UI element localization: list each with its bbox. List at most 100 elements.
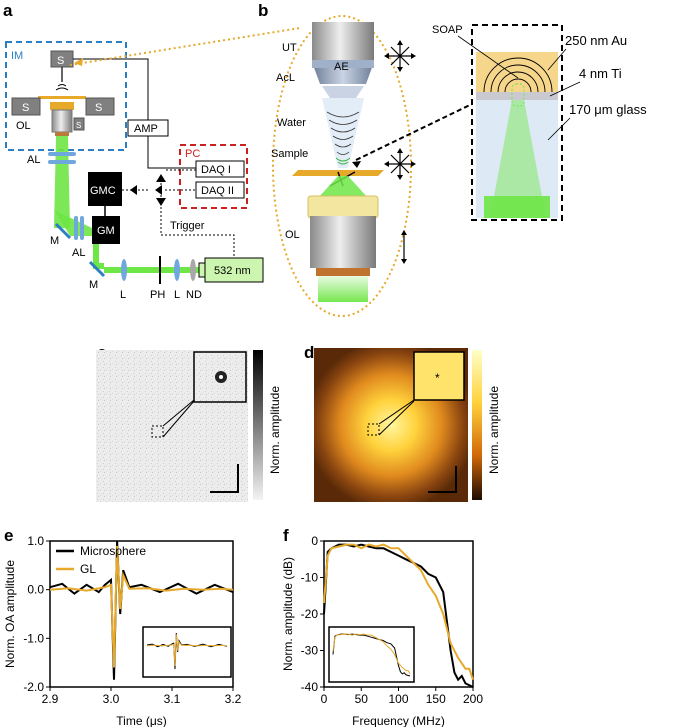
stage-s-right: [85, 97, 115, 116]
acoustic-lens-tip: [322, 86, 364, 98]
label-glass: 170 μm glass: [569, 102, 647, 117]
label-s-left: S: [22, 102, 29, 114]
scale-bar-d: [428, 466, 457, 493]
label-m1: M: [50, 235, 59, 247]
focus-s: [73, 117, 85, 131]
motion-arrows-icon: [386, 42, 414, 262]
label-l2: L: [174, 289, 180, 301]
glass-beam: [490, 100, 546, 218]
y-tick-label: 0.0: [27, 583, 44, 597]
label-gm: GM: [97, 225, 115, 237]
lens-al-low2-icon: [80, 216, 84, 240]
nd-filter-icon: [190, 259, 196, 281]
lens-al-low-icon: [74, 216, 78, 240]
laser-532-box: [204, 257, 264, 283]
label-amp: AMP: [134, 123, 158, 135]
label-pc: PC: [185, 148, 200, 160]
sample-plate: [38, 96, 86, 99]
panel-label-d: d: [304, 343, 314, 362]
arrowheads-icon: [384, 40, 416, 264]
x-tick-label: 150: [426, 692, 446, 706]
zoom-lines-c: [162, 399, 195, 438]
label-ol-a: OL: [16, 120, 31, 132]
roi-box-d: [367, 423, 380, 436]
label-soap: SOAP: [432, 24, 463, 36]
panel-label-b: b: [258, 1, 268, 20]
label-trigger: Trigger: [170, 220, 205, 232]
gm-box: [92, 216, 120, 244]
lens-l2-icon: [174, 259, 180, 281]
mirror-m1-icon: [54, 222, 72, 240]
soap-wavefronts: [483, 57, 553, 93]
soap-leader: [457, 35, 519, 79]
y-axis-label: Norm. amplitude (dB): [281, 557, 295, 671]
laser-aperture: [198, 262, 206, 278]
au-leader: [547, 48, 567, 71]
objective-ring-b: [307, 195, 379, 219]
x-axis-label: Time (μs): [116, 714, 166, 727]
inset-d-marker: *: [435, 371, 440, 385]
lens-l1-icon: [121, 259, 127, 281]
y-tick-label: -2.0: [23, 680, 44, 694]
detail-arrow-icon: [352, 161, 361, 168]
scale-bar-c: [210, 464, 239, 493]
objective-output-beam: [318, 276, 368, 302]
x-tick-label: 50: [355, 692, 369, 706]
y-tick-label: -40: [301, 680, 319, 694]
x-axis-label: Frequency (MHz): [352, 714, 445, 727]
label-gmc: GMC: [90, 185, 116, 197]
excitation-cone: [318, 176, 368, 198]
y-axis-label: Norm. OA amplitude: [3, 560, 17, 668]
label-al-a2: AL: [72, 247, 85, 259]
inset-series-line: [332, 633, 411, 675]
zoom-arrow-icon: [74, 58, 83, 66]
label-s-focus: S: [76, 121, 81, 130]
legend-label: Microsphere: [80, 544, 146, 558]
daq2-box: [195, 181, 245, 199]
mirror-m2-icon: [88, 260, 106, 278]
label-ti: 4 nm Ti: [579, 66, 622, 81]
x-tick-label: 2.9: [42, 692, 59, 706]
objective-copper: [316, 268, 370, 276]
y-tick-label: -20: [301, 607, 319, 621]
acoustic-wavefronts: [326, 111, 360, 155]
soap-detail-box: [471, 24, 563, 221]
label-ol-b: OL: [285, 229, 300, 241]
label-acl: AcL: [276, 72, 295, 84]
x-tick-label: 100: [388, 692, 408, 706]
objective-body-icon: [310, 216, 376, 268]
roi-box-c: [151, 425, 164, 438]
acoustic-wave-icon: [55, 84, 69, 91]
laser-beam-gm: [93, 244, 104, 269]
panel-label-f: f: [283, 526, 289, 545]
lens-al-top2-icon: [48, 160, 76, 164]
ti-leader: [549, 81, 581, 97]
label-ph: PH: [150, 289, 165, 301]
label-s-top: S: [57, 55, 64, 67]
label-m2: M: [89, 279, 98, 291]
glass-leader: [547, 117, 571, 141]
im-label: IM: [11, 50, 23, 62]
label-daq1: DAQ I: [201, 164, 231, 176]
green-wavefronts: [335, 157, 351, 165]
x-tick-label: 200: [463, 692, 483, 706]
x-tick-label: 0: [321, 692, 328, 706]
colorbar-grey: [253, 350, 263, 500]
inset-d: [413, 351, 465, 401]
label-water: Water: [277, 117, 306, 129]
daq1-box: [195, 160, 245, 178]
laser-beam-vertical: [54, 136, 70, 228]
gmc-box: [88, 172, 122, 206]
colorbar-d-label: Norm. amplitude: [487, 386, 501, 474]
label-l1: L: [120, 289, 126, 301]
zoom-connector-b-detail: [355, 103, 473, 161]
panel-label-e: e: [4, 526, 13, 545]
x-tick-label: 3.2: [225, 692, 242, 706]
soap-spot: [511, 83, 525, 107]
colorbar-hot: [472, 350, 482, 500]
microsphere-center: [219, 375, 223, 379]
inset-frame: [142, 626, 232, 678]
